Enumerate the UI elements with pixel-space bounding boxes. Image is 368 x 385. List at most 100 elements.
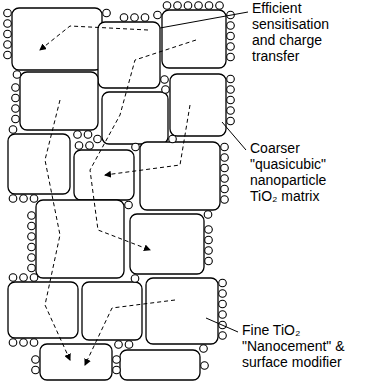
- nanocement-particle: [195, 2, 203, 10]
- quasicubic-particle: [20, 72, 98, 130]
- nanocement-particle: [75, 142, 83, 150]
- nanocement-particle: [9, 126, 17, 134]
- nanocement-particle: [162, 86, 170, 94]
- nanocement-particle: [227, 22, 235, 30]
- callout-label: Efficient sensitisation and charge trans…: [252, 0, 356, 64]
- nanocement-particle: [12, 84, 20, 92]
- quasicubic-particle: [170, 74, 226, 136]
- quasicubic-particle: [98, 22, 160, 88]
- callout-label: Coarser "quasicubic" nanoparticle TiO₂ m…: [250, 140, 354, 204]
- nanocement-particle: [227, 75, 235, 83]
- quasicubic-particle: [12, 8, 102, 70]
- nanocement-particle: [219, 332, 227, 340]
- nanocement-particle: [28, 243, 36, 251]
- nanocement-particle: [221, 164, 229, 172]
- nanocement-particle: [219, 279, 227, 287]
- nanocement-particle: [28, 233, 36, 241]
- nanocement-particle: [205, 257, 213, 265]
- nanocement-particle: [221, 185, 229, 193]
- nanocement-particle: [30, 339, 38, 347]
- nanocement-particle: [9, 339, 17, 347]
- nanocement-particle: [227, 107, 235, 115]
- nanocement-particle: [28, 254, 36, 262]
- nanocement-particle: [13, 71, 21, 79]
- callout-label: Fine TiO₂ "Nanocement" & surface modifie…: [242, 322, 364, 370]
- nanocement-particle: [20, 339, 28, 347]
- nanocement-particle: [30, 274, 38, 282]
- quasicubic-particle: [36, 200, 124, 278]
- nanocement-particle: [32, 356, 40, 364]
- quasicubic-particle: [74, 150, 134, 200]
- quasicubic-particle: [120, 350, 200, 380]
- charge-path: [85, 300, 175, 365]
- charge-path: [90, 40, 196, 250]
- nanocement-particle: [120, 14, 128, 22]
- nanocement-particle: [131, 275, 139, 283]
- nanocement-particle: [221, 175, 229, 183]
- nanocement-particle: [113, 366, 121, 374]
- nanocement-particle: [221, 154, 229, 162]
- nanocement-particle: [94, 135, 102, 143]
- nanocement-particle: [227, 86, 235, 94]
- quasicubic-particle: [130, 214, 204, 274]
- nanocement-particle: [227, 43, 235, 51]
- nanocement-particle: [200, 345, 208, 353]
- nanocement-particle: [20, 195, 28, 203]
- leader-line: [206, 318, 238, 332]
- nanocement-particle: [161, 76, 169, 84]
- nanocement-particle: [115, 341, 123, 349]
- nanocement-particle: [132, 143, 140, 151]
- nanocement-particle: [4, 41, 12, 49]
- nanocement-particle: [227, 53, 235, 61]
- nanocement-particle: [141, 14, 149, 22]
- charge-path: [105, 105, 190, 175]
- nanocement-particle: [125, 341, 133, 349]
- nanocement-particle: [219, 290, 227, 298]
- nanocement-particle: [221, 143, 229, 151]
- nanocement-particle: [84, 131, 92, 139]
- nanocement-particle: [113, 356, 121, 364]
- nanocement-particle: [174, 2, 182, 10]
- nanocement-particle: [227, 96, 235, 104]
- nanocement-particle: [216, 2, 224, 10]
- nanocement-particle: [4, 9, 12, 17]
- charge-path: [45, 100, 70, 360]
- charge-paths: [40, 26, 196, 365]
- quasicubic-particles: [8, 8, 226, 380]
- quasicubic-particle: [162, 10, 226, 68]
- nanocement-particle: [201, 362, 209, 370]
- nanocement-particle: [205, 247, 213, 255]
- nanocement-particle: [4, 30, 12, 38]
- nanocement-particle: [4, 20, 12, 28]
- nanocement-particle: [4, 51, 12, 59]
- nanocement-particle: [86, 142, 94, 150]
- nanocement-particle: [227, 117, 235, 125]
- nanocement-particle: [205, 236, 213, 244]
- nanocement-particle: [184, 2, 192, 10]
- quasicubic-particle: [82, 282, 142, 340]
- nanocement-particle: [103, 9, 111, 17]
- charge-path: [40, 26, 148, 50]
- quasicubic-particle: [102, 92, 168, 144]
- nanocement-particle: [28, 212, 36, 220]
- nanocement-particle: [20, 274, 28, 282]
- nanocement-particle: [125, 201, 133, 209]
- nanocement-particle: [227, 32, 235, 40]
- nanocement-particle: [28, 264, 36, 272]
- nanocement-particle: [12, 94, 20, 102]
- nanocement-particle: [9, 274, 17, 282]
- nanocement-particles: [4, 2, 235, 374]
- nanocement-particle: [32, 366, 40, 374]
- nanocement-particle: [221, 196, 229, 204]
- nanocement-particle: [205, 2, 213, 10]
- nanocement-particle: [12, 105, 20, 113]
- quasicubic-particle: [40, 344, 112, 380]
- nanocement-particle: [219, 311, 227, 319]
- nanocement-particle: [154, 11, 162, 19]
- nanocement-particle: [30, 195, 38, 203]
- nanocement-particle: [169, 135, 177, 143]
- leader-line: [222, 122, 246, 150]
- leader-line: [160, 12, 248, 28]
- nanocement-particle: [205, 226, 213, 234]
- quasicubic-particle: [146, 278, 218, 344]
